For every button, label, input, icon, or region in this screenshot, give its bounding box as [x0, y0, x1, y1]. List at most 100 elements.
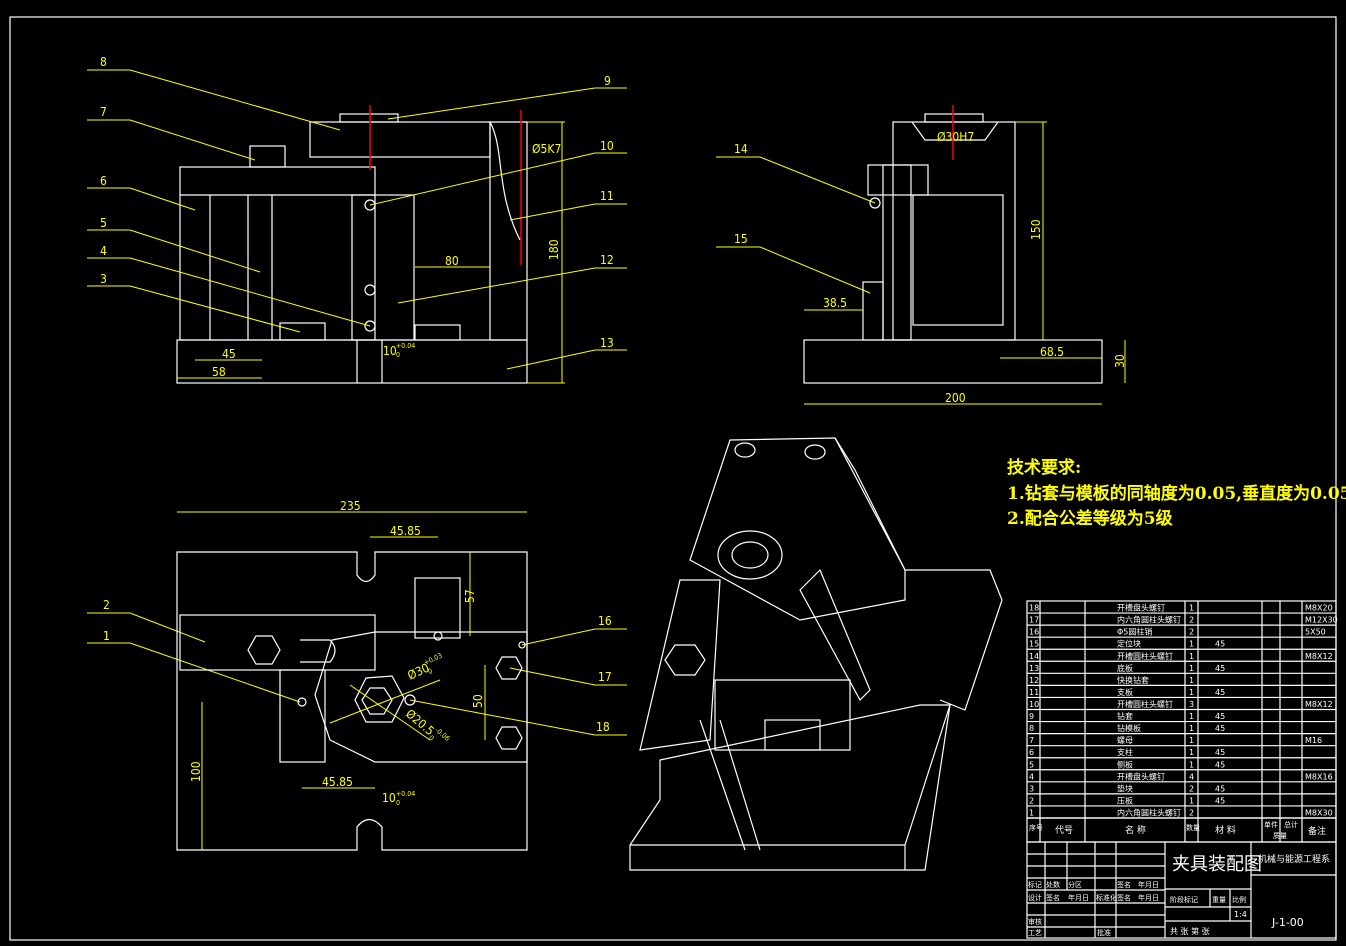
front-view: Ø5K7 80 180 45 58 10 +0.04 0	[176, 105, 565, 384]
bom-cell-note: M12X30	[1305, 616, 1338, 625]
bom-cell-name: 底板	[1117, 663, 1133, 673]
bom-cell-name: 钻模板	[1117, 723, 1141, 733]
bom-cell-qty: 1	[1189, 688, 1194, 697]
bom-cell-qty: 1	[1189, 664, 1194, 673]
label-review: 审核	[1028, 917, 1042, 926]
bom-cell-qty: 2	[1189, 628, 1194, 637]
dim-200: 200	[945, 391, 966, 405]
bom-cell-note: M8X12	[1305, 700, 1333, 709]
label-date-2: 年月日	[1068, 893, 1089, 902]
bom-cell-no: 5	[1029, 760, 1034, 769]
dim-10-top-tol: +0.04	[396, 790, 415, 798]
balloon-9: 9	[604, 74, 611, 88]
bom-cell-qty: 3	[1189, 700, 1194, 709]
bom-cell-name: 快换钻套	[1117, 675, 1149, 685]
bom-cell-note: M8X20	[1305, 604, 1333, 613]
balloon-17: 17	[598, 670, 612, 684]
balloon-18: 18	[596, 720, 610, 734]
tech-req-line-1: 1.钻套与模板的同轴度为0.05,垂直度为0.05	[1007, 483, 1346, 504]
bom-cell-qty: 4	[1189, 772, 1194, 781]
balloon-15: 15	[734, 232, 748, 246]
bom-cell-qty: 2	[1189, 784, 1194, 793]
bom-cell-no: 12	[1029, 676, 1039, 685]
bom-cell-qty: 1	[1189, 796, 1194, 805]
bom-cell-no: 13	[1029, 664, 1039, 673]
balloon-4: 4	[100, 244, 107, 258]
bom-cell-no: 11	[1029, 688, 1039, 697]
bom-cell-name: 支板	[1117, 687, 1133, 697]
balloon-1: 1	[103, 629, 110, 643]
header-total: 总计	[1284, 820, 1298, 829]
bom-cell-name: 开槽圆柱头螺钉	[1117, 699, 1173, 709]
label-zone: 分区	[1068, 880, 1082, 889]
side-view: Ø30H7 150 38.5 68.5 30 200	[803, 105, 1127, 405]
bom-cell-qty: 1	[1189, 760, 1194, 769]
balloon-7: 7	[100, 105, 107, 119]
tech-req-line-2: 2.配合公差等级为5级	[1007, 508, 1173, 529]
dim-68-5: 68.5	[1040, 345, 1064, 359]
bom-cell-material: 45	[1215, 688, 1225, 697]
label-sign-3: 签名	[1117, 893, 1131, 902]
label-sheets: 共 张 第 张	[1170, 926, 1210, 936]
bom-cell-qty: 2	[1189, 809, 1194, 818]
dim-bore: Ø30H7	[937, 130, 974, 144]
bom-cell-no: 10	[1029, 700, 1039, 709]
label-weight: 重量	[1212, 896, 1226, 904]
bom-cell-name: 钻套	[1117, 711, 1133, 721]
dim-10-top-low: 0	[396, 799, 400, 807]
dim-drill-dia: Ø5K7	[532, 142, 561, 156]
bom-cell-qty: 1	[1189, 724, 1194, 733]
label-process: 工艺	[1028, 929, 1042, 937]
bom-cell-name: 开槽盘头螺钉	[1117, 771, 1165, 781]
bom-cell-name: 支柱	[1117, 747, 1133, 757]
label-stage: 阶段标记	[1170, 895, 1198, 904]
bom-cell-note: M8X16	[1305, 772, 1333, 781]
balloon-13: 13	[600, 336, 614, 350]
bom-cell-qty: 1	[1189, 652, 1194, 661]
title-block: 夹具装配图 机械与能源工程系 J-1-00 1:4 标记 处数 分区 签名 年月…	[1026, 841, 1337, 939]
bom-cell-name: 开槽盘头螺钉	[1117, 603, 1165, 613]
balloon-8: 8	[100, 55, 107, 69]
dim-10: 10	[383, 344, 397, 358]
bom-cell-no: 7	[1029, 736, 1034, 745]
header-unit: 单件	[1264, 820, 1278, 829]
label-design: 设计	[1028, 893, 1042, 902]
balloon-2: 2	[103, 598, 110, 612]
header-no: 序号	[1029, 823, 1043, 832]
dim-45-85-bottom: 45.85	[322, 775, 353, 789]
bom-cell-no: 9	[1029, 712, 1034, 721]
label-standardization: 标准化	[1096, 893, 1117, 902]
scale-value: 1:4	[1234, 910, 1247, 919]
dim-10-low: 0	[396, 351, 400, 359]
bom-cell-no: 6	[1029, 748, 1034, 757]
label-mark: 标记	[1028, 880, 1042, 889]
label-date: 年月日	[1138, 880, 1159, 889]
bom-cell-qty: 2	[1189, 616, 1194, 625]
dim-80: 80	[445, 254, 459, 268]
bom-cell-name: 开槽圆柱头螺钉	[1117, 651, 1173, 661]
drawing-title: 夹具装配图	[1172, 854, 1262, 875]
bom-cell-note: 5X50	[1305, 628, 1326, 637]
department: 机械与能源工程系	[1258, 853, 1330, 865]
dim-dia-20-5-tol: -0.06	[433, 726, 451, 743]
header-note: 备注	[1308, 825, 1326, 837]
header-qty: 数量	[1186, 823, 1200, 832]
balloon-11: 11	[600, 189, 614, 203]
bom-cell-no: 18	[1029, 604, 1039, 613]
label-scale: 比例	[1232, 895, 1246, 904]
label-sign: 签名	[1117, 880, 1131, 889]
bom-cell-name: Φ5圆柱销	[1117, 627, 1152, 637]
dim-150: 150	[1029, 219, 1043, 240]
balloon-6: 6	[100, 174, 107, 188]
bom-cell-no: 8	[1029, 724, 1034, 733]
bom-cell-name: 定位块	[1117, 639, 1141, 649]
bom-cell-no: 14	[1029, 652, 1039, 661]
dim-dia-30-low: 0	[427, 667, 434, 676]
dim-45: 45	[222, 347, 236, 361]
bom-cell-material: 45	[1215, 796, 1225, 805]
bom-cell-no: 4	[1029, 772, 1034, 781]
label-date-3: 年月日	[1138, 893, 1159, 902]
bom-cell-material: 45	[1215, 664, 1225, 673]
technical-requirements: 技术要求: 1.钻套与模板的同轴度为0.05,垂直度为0.05 2.配合公差等级…	[1007, 457, 1346, 529]
